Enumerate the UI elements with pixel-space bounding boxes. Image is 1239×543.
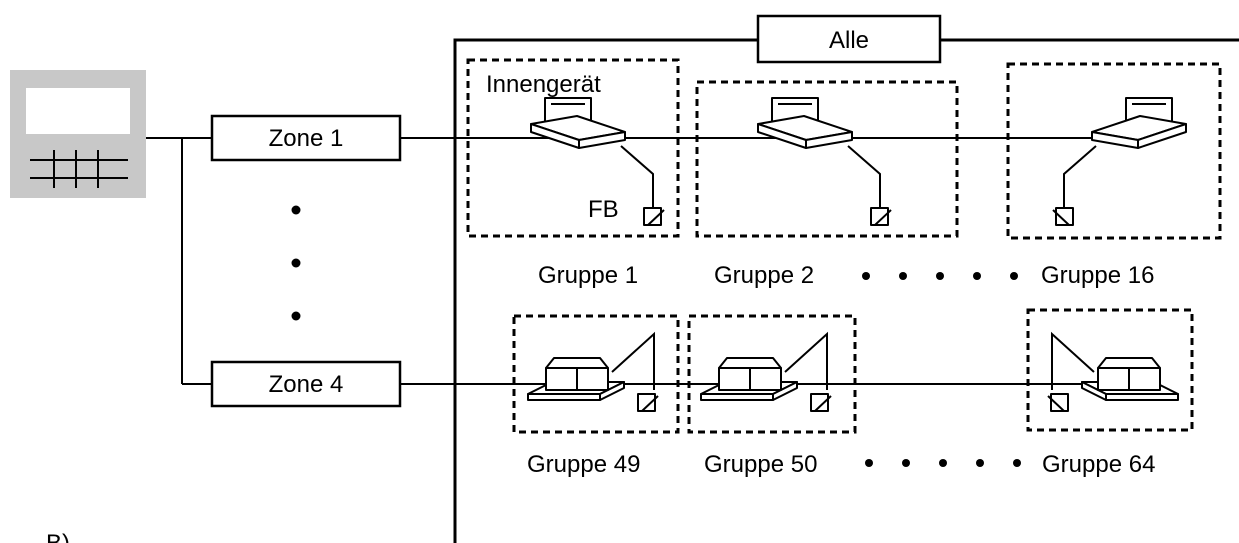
ceiling-ducted-unit-icon (1047, 331, 1179, 412)
zone-1-label: Zone 1 (269, 125, 344, 152)
group-49-label: Gruppe 49 (527, 451, 640, 478)
remote-label: FB (588, 196, 619, 223)
central-controller-icon (10, 70, 146, 198)
group-64-box (1026, 308, 1194, 432)
corner-label: B) (46, 530, 70, 543)
zone-1-box: Zone 1 (210, 114, 402, 162)
indoor-unit-label: Innengerät (486, 71, 601, 98)
group-1-box (466, 58, 680, 238)
group-50-label: Gruppe 50 (704, 451, 817, 478)
group-16-label: Gruppe 16 (1041, 262, 1154, 289)
group-1-label: Gruppe 1 (538, 262, 638, 289)
ceiling-cassette-unit-icon (530, 97, 665, 226)
ceiling-ducted-unit-icon (700, 331, 832, 412)
group-2-box (695, 80, 959, 238)
group-50-box (687, 314, 857, 434)
zone-4-box: Zone 4 (210, 360, 402, 408)
group-16-box (1006, 62, 1222, 240)
ceiling-cassette-unit-icon (1052, 97, 1187, 226)
all-frame: Alle (453, 14, 1239, 543)
group-2-label: Gruppe 2 (714, 262, 814, 289)
ceiling-ducted-unit-icon (527, 331, 659, 412)
ceiling-cassette-unit-icon (757, 97, 892, 226)
zone-4-label: Zone 4 (269, 371, 344, 398)
all-label: Alle (829, 27, 869, 54)
row1-ellipsis-dots (862, 272, 1018, 280)
controller-wiring (146, 137, 212, 385)
zone-ellipsis-dots (291, 205, 301, 321)
group-64-label: Gruppe 64 (1042, 451, 1155, 478)
group-49-box (512, 314, 680, 434)
row2-ellipsis-dots (865, 459, 1021, 467)
